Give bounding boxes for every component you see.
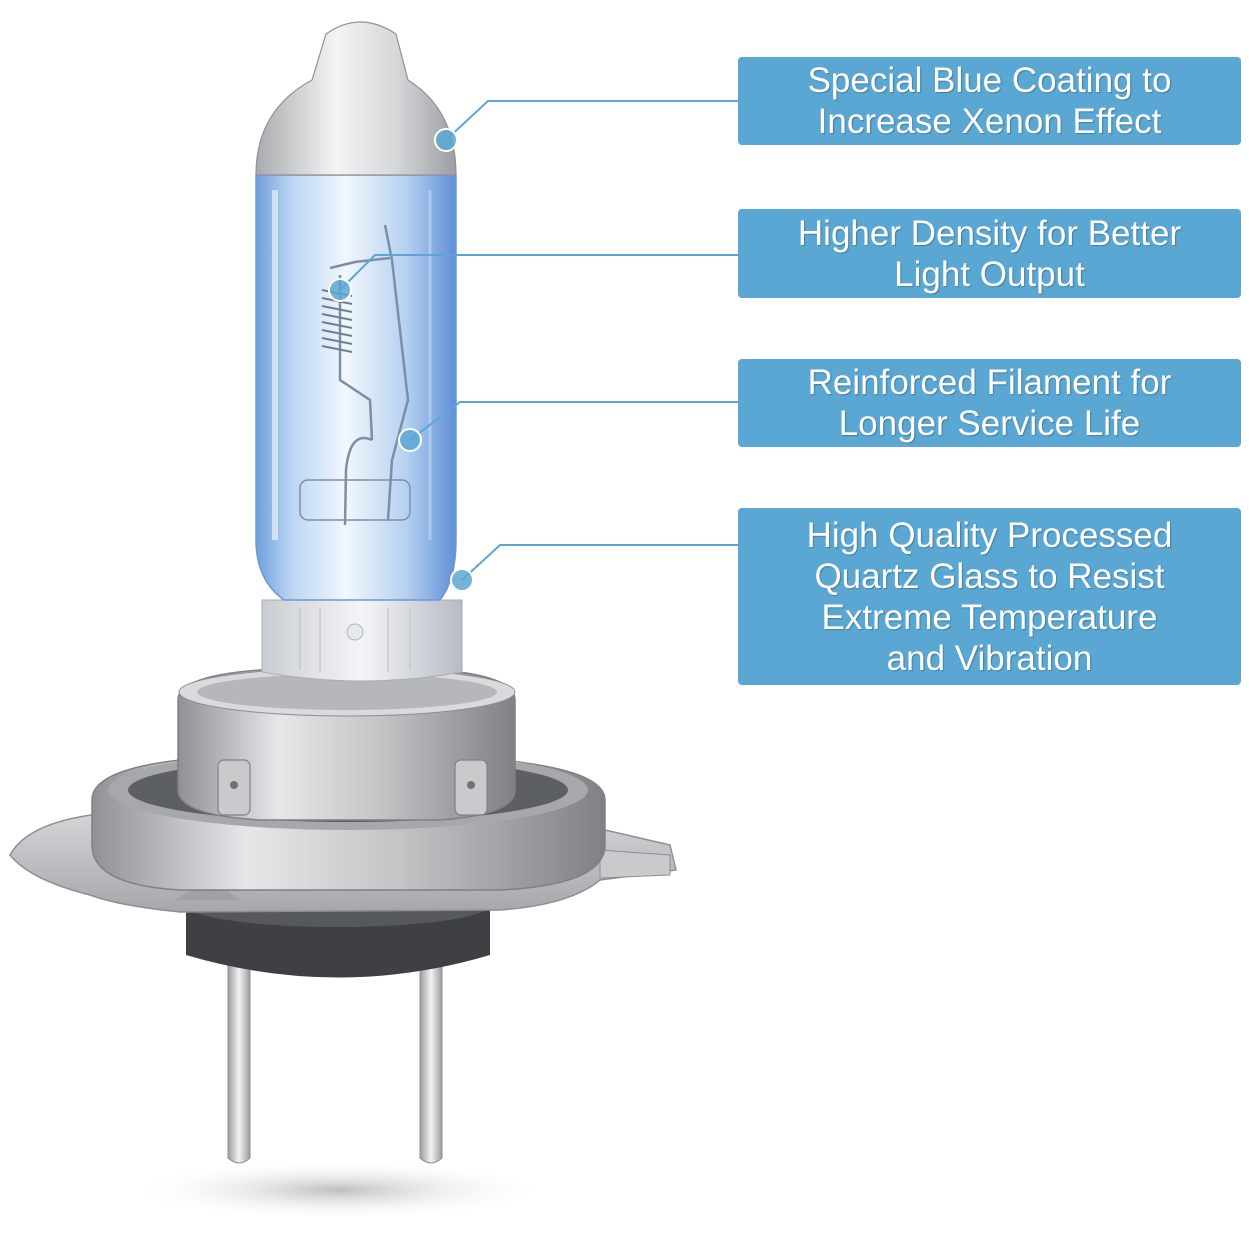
marker-quartz [450,568,474,592]
glass-tube [255,174,457,601]
connector-pins [227,959,443,1164]
callout-blue-coating: Special Blue Coating to Increase Xenon E… [738,57,1241,145]
callout-quartz-glass: High Quality Processed Quartz Glass to R… [738,508,1241,685]
callout-higher-density-text: Higher Density for Better Light Output [797,213,1182,294]
marker-coating [434,128,458,152]
marker-filament [398,428,422,452]
retaining-clips [217,759,488,816]
callout-reinforced-filament-text: Reinforced Filament for Longer Service L… [807,363,1172,443]
callout-blue-coating-text: Special Blue Coating to Increase Xenon E… [807,61,1172,141]
callout-quartz-glass-text: High Quality Processed Quartz Glass to R… [806,515,1173,678]
callout-higher-density: Higher Density for Better Light Output [738,209,1241,298]
filament-assembly [299,224,411,526]
leader-lines [339,100,738,581]
marker-density [328,278,352,302]
ground-shadow [128,1160,548,1220]
glass-pinch [261,599,463,682]
silver-cap [255,21,457,176]
callout-reinforced-filament: Reinforced Filament for Longer Service L… [738,359,1241,447]
leader-markers [328,128,474,592]
